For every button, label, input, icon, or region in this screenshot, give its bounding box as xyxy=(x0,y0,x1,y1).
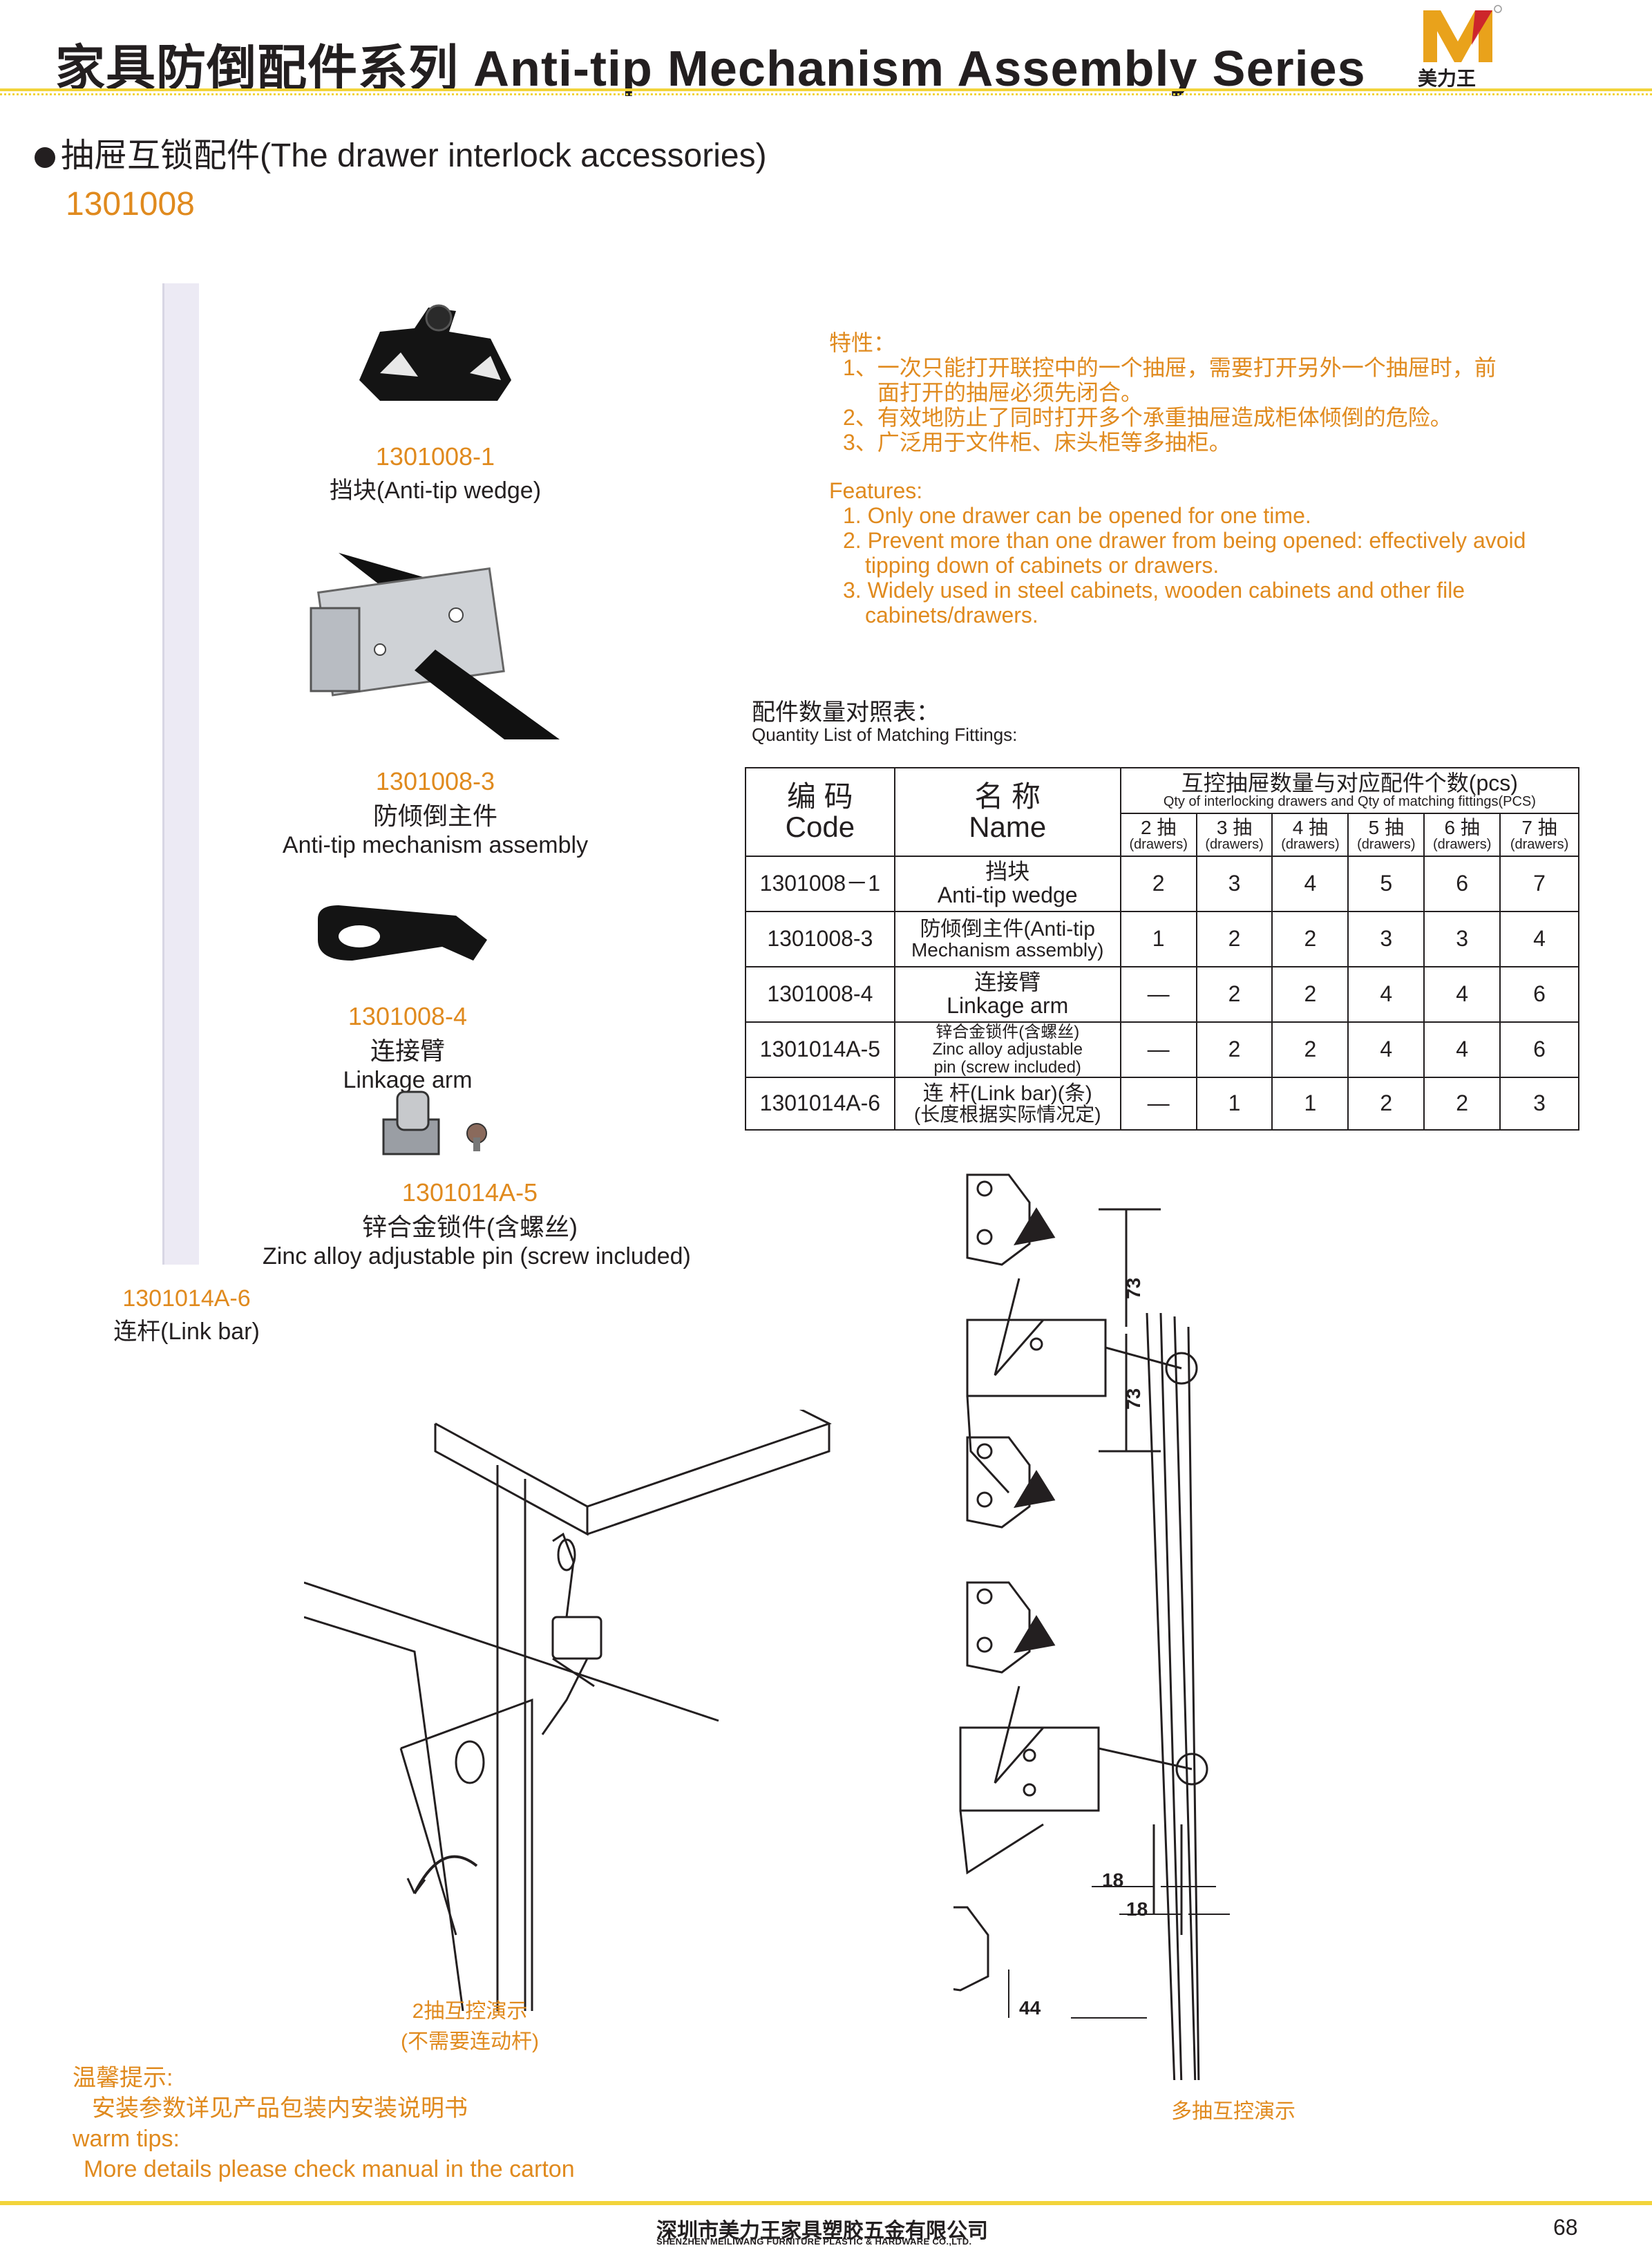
anti-tip-wedge-image xyxy=(359,304,511,401)
dim-44: 44 xyxy=(1019,1997,1041,2019)
table-row: 1301014A-6 连 杆(Link bar)(条)(长度根据实际情况定) —… xyxy=(745,1077,1579,1131)
caption-1301008-4: 1301008-4 连接臂 Linkage arm xyxy=(343,1002,473,1093)
linkage-arm-image xyxy=(318,905,487,961)
table-header-row: 编 码 Code 名 称 Name 互控抽屉数量与对应配件个数(pcs) Qty… xyxy=(745,767,1580,857)
drawer-col: 3 抽(drawers) xyxy=(1195,813,1273,857)
table-subtitle: Quantity List of Matching Fittings: xyxy=(752,724,1018,745)
code-header: 编 码 Code xyxy=(745,767,895,857)
two-drawer-caption: 2抽互控演示 (不需要连动杆) xyxy=(401,2000,539,2053)
warm-tips: 温馨提示: 安装参数详见产品包装内安装说明书 warm tips: More d… xyxy=(73,2065,575,2182)
dim-18-second: 18 xyxy=(1126,1898,1148,1920)
dim-18-first: 18 xyxy=(1102,1869,1123,1891)
bullet-icon xyxy=(35,147,55,169)
brand-logo xyxy=(1423,5,1502,62)
multi-drawer-diagram: 73 73 18 18 44 xyxy=(953,1173,1230,2080)
link-bar-image xyxy=(162,283,199,1265)
drawer-col: 6 抽(drawers) xyxy=(1423,813,1501,857)
page-number: 68 xyxy=(1553,2215,1578,2240)
dim-73-bottom: 73 xyxy=(1123,1388,1144,1410)
group-header: 互控抽屉数量与对应配件个数(pcs) Qty of interlocking d… xyxy=(1119,767,1580,814)
caption-1301008-1: 1301008-1 挡块(Anti-tip wedge) xyxy=(329,442,542,504)
drawer-col: 5 抽(drawers) xyxy=(1347,813,1425,857)
caption-1301014A-6: 1301014A-6 连杆(Link bar) xyxy=(113,1285,260,1345)
fittings-table: 编 码 Code 名 称 Name 互控抽屉数量与对应配件个数(pcs) Qty… xyxy=(745,767,1580,1131)
anti-tip-mechanism-image xyxy=(310,553,560,739)
two-drawer-diagram xyxy=(304,1410,832,2011)
drawer-col: 2 抽(drawers) xyxy=(1119,813,1197,857)
drawer-col: 4 抽(drawers) xyxy=(1271,813,1349,857)
company-name-en: SHENZHEN MEILIWANG FURNITURE PLASTIC & H… xyxy=(656,2236,972,2247)
header-rule xyxy=(0,88,1652,91)
model-number: 1301008 xyxy=(66,186,195,223)
drawer-columns-row: 2 抽(drawers) 3 抽(drawers) 4 抽(drawers) 5… xyxy=(746,813,1579,857)
drawer-col: 7 抽(drawers) xyxy=(1499,813,1579,857)
name-header: 名 称 Name xyxy=(893,767,1121,857)
features-block: 特性： 1、一次只能打开联控中的一个抽屉，需要打开另外一个抽屉时，前 面打开的抽… xyxy=(829,330,1526,627)
multi-drawer-caption: 多抽互控演示 xyxy=(1171,2100,1295,2123)
footer-rule xyxy=(0,2201,1652,2205)
company-name-cn: 深圳市美力王家具塑胶五金有限公司 xyxy=(656,2220,988,2242)
table-row: 1301014A-5 锌合金锁件(含螺丝)Zinc alloy adjustab… xyxy=(745,1021,1579,1078)
logo-text: 美力王 xyxy=(1418,68,1477,89)
header-rule-dotted xyxy=(0,93,1652,95)
zinc-pin-image xyxy=(382,1090,487,1155)
caption-1301014A-5: 1301014A-5 锌合金锁件(含螺丝) Zinc alloy adjusta… xyxy=(263,1178,691,1269)
caption-1301008-3: 1301008-3 防倾倒主件 Anti-tip mechanism assem… xyxy=(282,767,589,858)
section-heading: 抽屉互锁配件(The drawer interlock accessories) xyxy=(35,128,767,176)
dim-73-top: 73 xyxy=(1123,1278,1144,1299)
page-title: 家具防倒配件系列 Anti-tip Mechanism Assembly Ser… xyxy=(55,41,1366,97)
table-title: 配件数量对照表： xyxy=(752,699,940,726)
